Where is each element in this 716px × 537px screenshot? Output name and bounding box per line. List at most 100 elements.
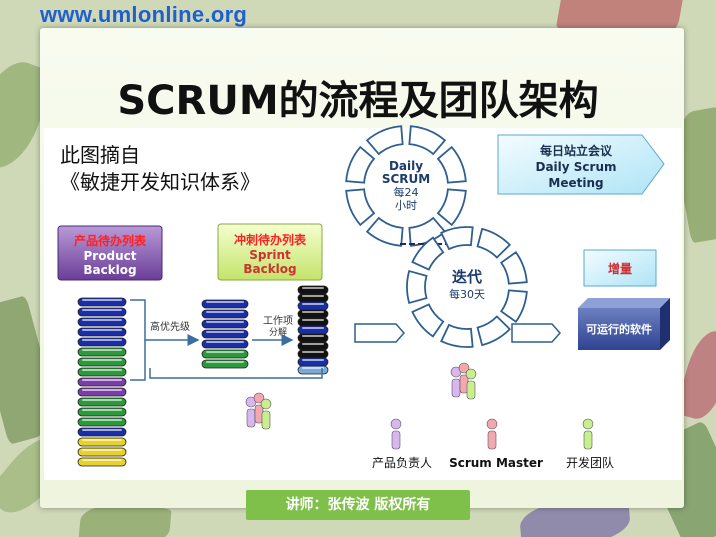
backlog-item	[77, 427, 127, 437]
backlog-item	[77, 327, 127, 337]
backlog-item	[297, 301, 329, 311]
cycle-segment	[440, 323, 474, 348]
cycle-segment	[476, 315, 512, 347]
source-quote: 此图摘自 《敏捷开发知识体系》	[60, 142, 260, 196]
backlog-item	[77, 397, 127, 407]
cycle-segment	[408, 125, 447, 156]
cycle-segment	[499, 289, 528, 324]
backlog-item	[297, 333, 329, 343]
cycle-segment	[499, 250, 528, 285]
cycle-segment	[365, 125, 404, 156]
product-backlog-en1: Product	[84, 249, 137, 263]
backlog-item	[201, 349, 249, 359]
role-product-owner: 产品负责人	[372, 456, 432, 470]
backlog-item	[297, 341, 329, 351]
person-icon	[450, 366, 462, 398]
cycle-segment	[365, 216, 404, 247]
quote-line-1: 此图摘自	[60, 143, 140, 167]
priority-label: 高优先级	[150, 320, 190, 333]
person-icon	[260, 398, 272, 430]
product-backlog-box: 产品待办列表 Product Backlog	[57, 225, 163, 281]
daily-line-1: Daily	[389, 159, 423, 173]
cycle-segment	[440, 226, 474, 251]
person-icon	[582, 418, 594, 450]
sprint-backlog-en1: Sprint	[249, 248, 291, 262]
sprint-backlog-stack	[201, 299, 249, 369]
sprint-bracket	[149, 368, 323, 379]
cycle-segment	[436, 188, 467, 227]
cycle-segment	[411, 236, 445, 271]
sprint-backlog-cn: 冲刺待办列表	[234, 232, 307, 247]
iteration-cycle	[406, 226, 528, 348]
increment-label: 增量	[608, 261, 632, 276]
backlog-item	[297, 309, 329, 319]
product-backlog-cn: 产品待办列表	[74, 233, 147, 248]
backlog-item	[77, 377, 127, 387]
backlog-item	[297, 285, 329, 295]
person-icon	[253, 392, 265, 424]
backlog-item	[297, 349, 329, 359]
backlog-item	[201, 329, 249, 339]
footer-banner: 讲师：张传波 版权所有	[246, 490, 470, 520]
backlog-item	[297, 293, 329, 303]
site-url[interactable]: www.umlonline.org	[40, 2, 248, 27]
backlog-item	[201, 359, 249, 369]
cycle-segment	[408, 216, 447, 247]
product-backlog-stack	[77, 297, 127, 467]
page-title: SCRUM的流程及团队架构	[117, 78, 599, 124]
task-label-1: 工作项	[263, 315, 293, 327]
backlog-item	[77, 297, 127, 307]
role-scrum-master: Scrum Master	[449, 456, 543, 470]
cycle-segment	[436, 145, 467, 184]
cycle-segment	[345, 188, 376, 227]
daily-scrum-cycle	[345, 125, 467, 247]
sprint-backlog-en2: Backlog	[243, 262, 296, 276]
cycle-segment	[345, 145, 376, 184]
daily-line-3: 每24	[394, 185, 419, 199]
backlog-item	[77, 417, 127, 427]
cycle-segment	[406, 269, 428, 305]
backlog-item	[297, 325, 329, 335]
person-icon	[458, 362, 470, 394]
working-software-label: 可运行的软件	[586, 322, 652, 336]
backlog-item	[77, 307, 127, 317]
backlog-item	[201, 299, 249, 309]
daily-line-2: SCRUM	[382, 172, 430, 186]
sprint-backlog-box: 冲刺待办列表 Sprint Backlog	[217, 223, 323, 281]
backlog-item	[77, 347, 127, 357]
iteration-line-1: 迭代	[452, 268, 482, 286]
flow-arrows	[354, 323, 562, 343]
backlog-item	[201, 319, 249, 329]
person-icon	[390, 418, 402, 450]
backlog-item	[77, 407, 127, 417]
task-stack	[297, 285, 329, 375]
backlog-item	[77, 357, 127, 367]
daily-meeting-cn: 每日站立会议	[540, 143, 613, 158]
backlog-item	[77, 447, 127, 457]
person-icon	[486, 418, 498, 450]
daily-meeting-box: 每日站立会议 Daily Scrum Meeting	[497, 134, 665, 195]
person-icon	[465, 368, 477, 400]
product-backlog-en2: Backlog	[83, 263, 136, 277]
backlog-item	[77, 317, 127, 327]
backlog-item	[201, 309, 249, 319]
daily-meeting-en2: Meeting	[548, 176, 603, 190]
backlog-item	[297, 317, 329, 327]
quote-line-2: 《敏捷开发知识体系》	[60, 170, 260, 194]
iteration-line-2: 每30天	[449, 287, 485, 301]
backlog-item	[297, 357, 329, 367]
backlog-item	[77, 367, 127, 377]
daily-meeting-en1: Daily Scrum	[535, 160, 616, 174]
people-icons	[245, 362, 594, 450]
cycle-segment	[411, 303, 445, 338]
backlog-item	[77, 387, 127, 397]
backlog-item	[297, 365, 329, 375]
backlog-item	[201, 339, 249, 349]
task-label-2: 分解	[269, 326, 287, 338]
increment-box: 增量	[583, 249, 657, 287]
person-icon	[245, 396, 257, 428]
working-software-box: 可运行的软件	[578, 298, 670, 350]
role-dev-team: 开发团队	[566, 455, 614, 470]
backlog-item	[77, 437, 127, 447]
